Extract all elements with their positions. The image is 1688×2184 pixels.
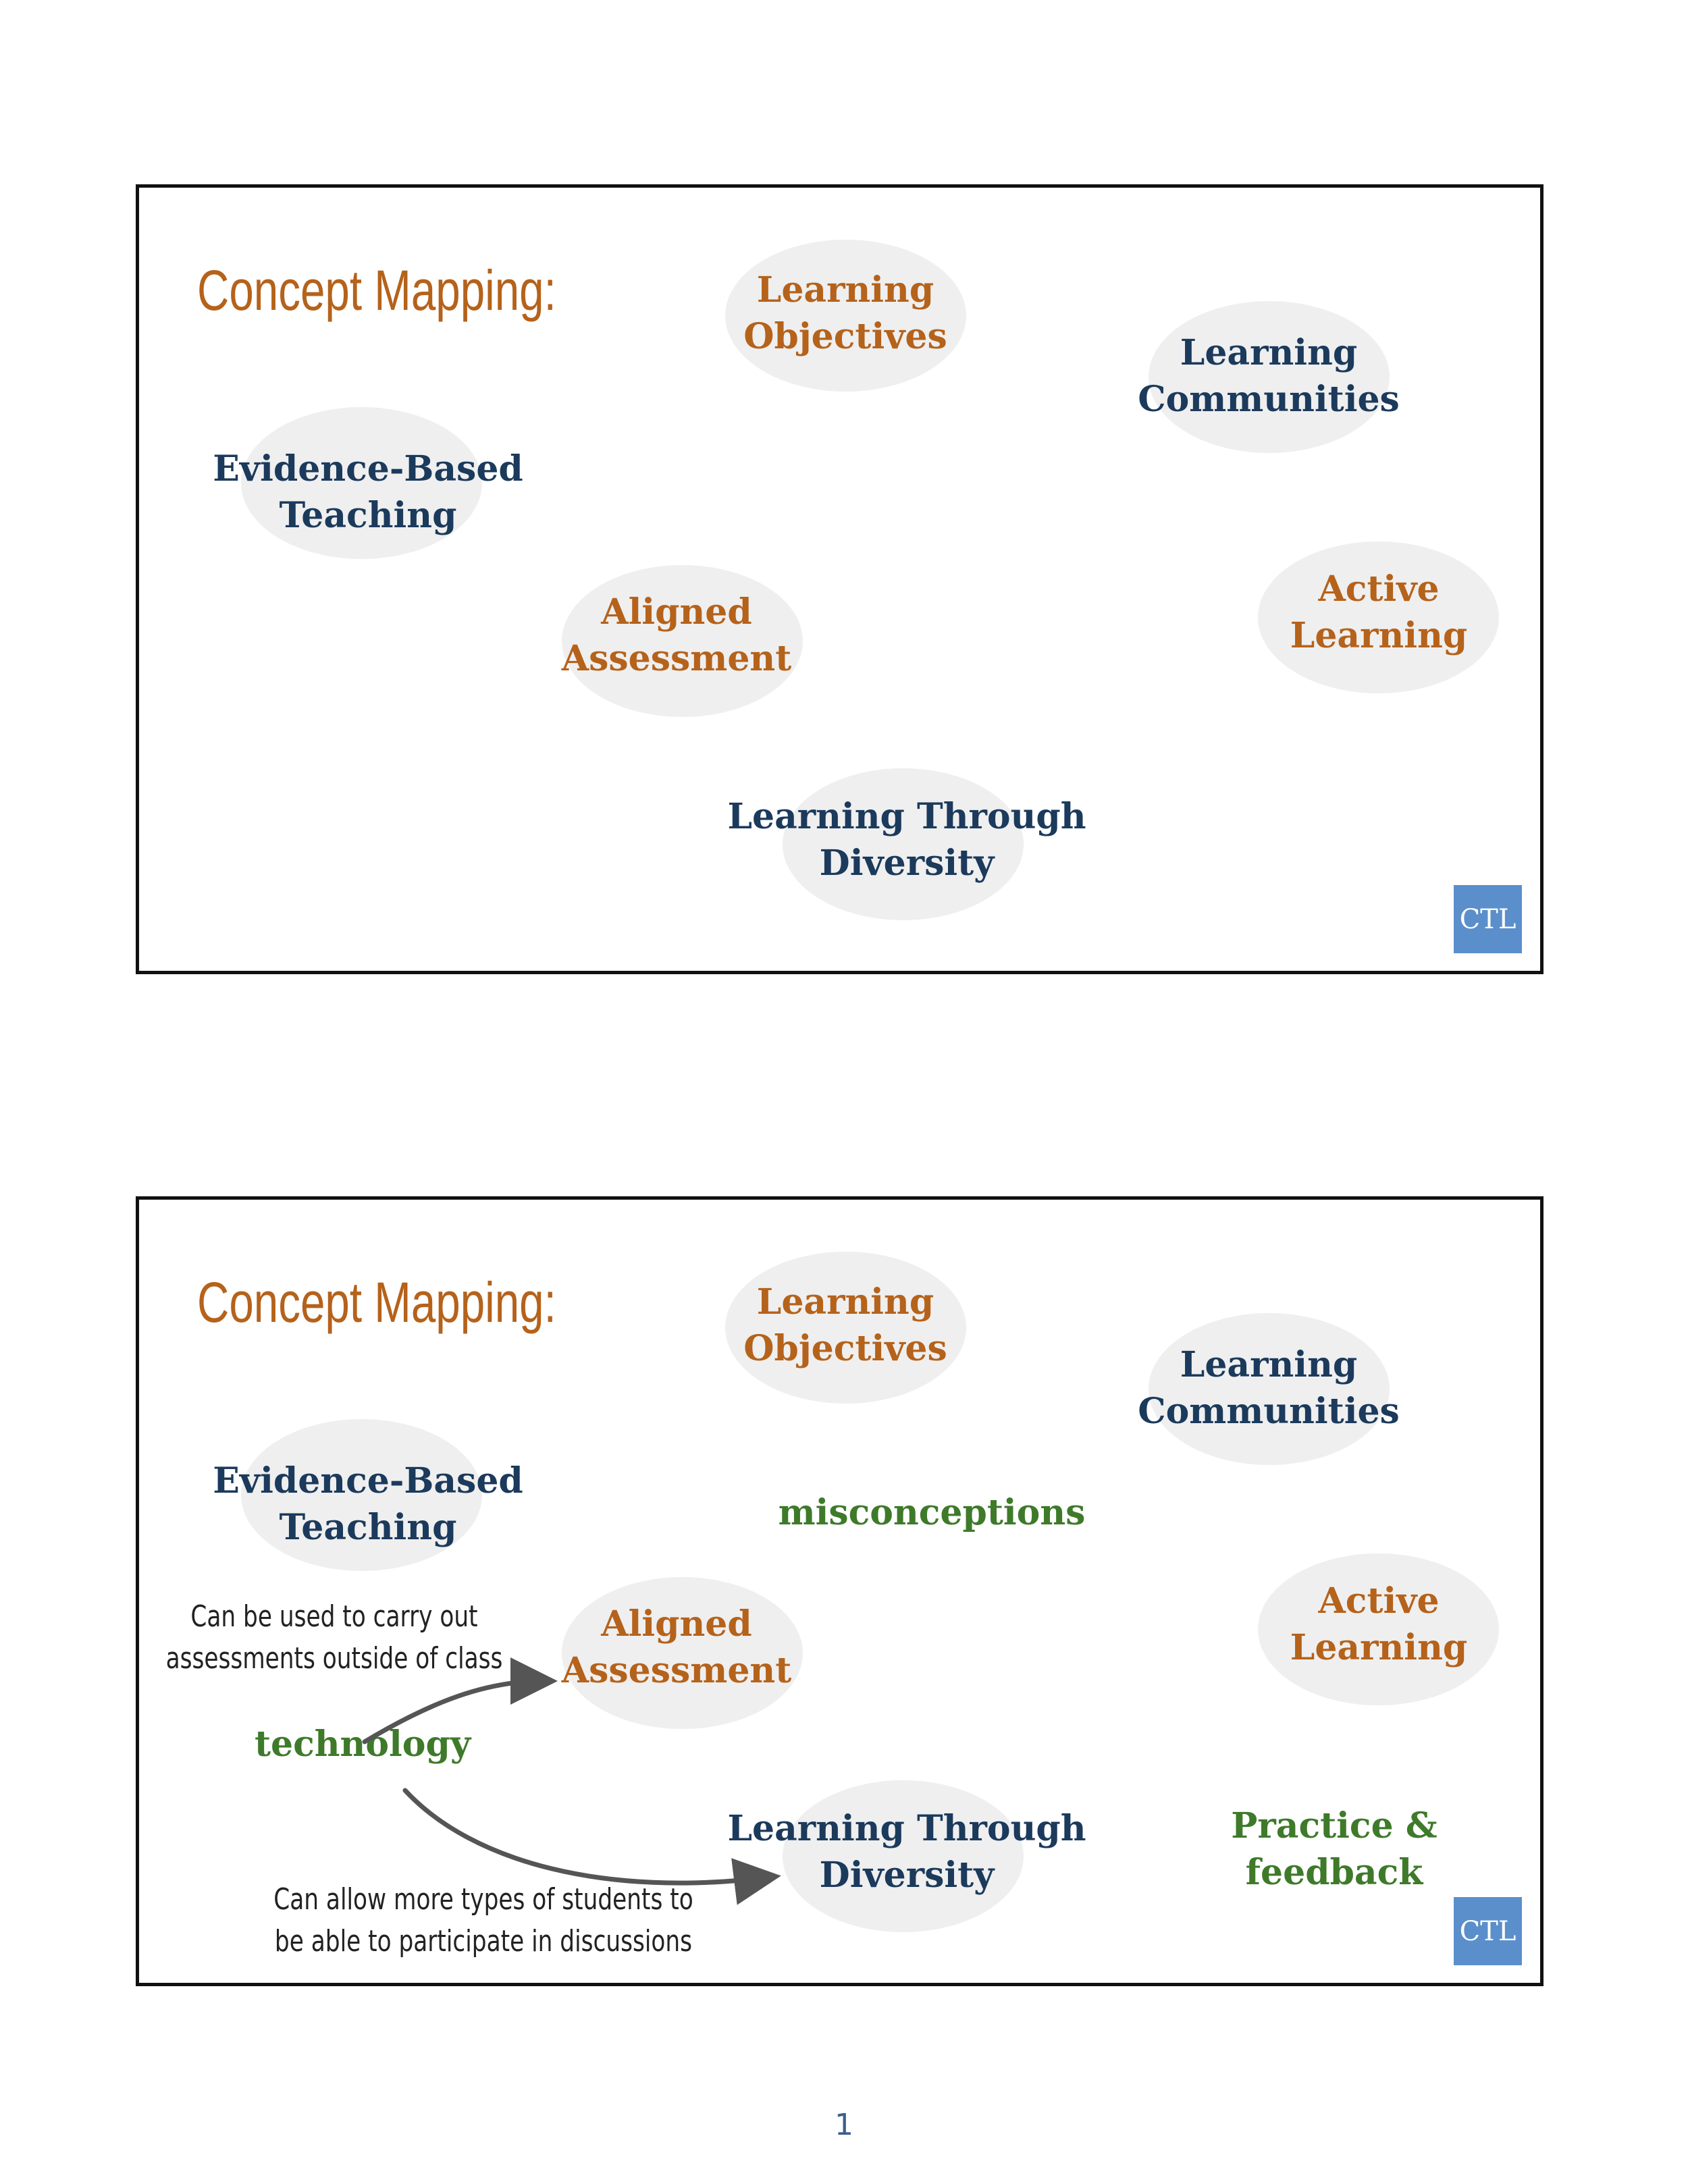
node-line: Learning Through [727,1808,1086,1849]
note-line: Can allow more types of students to [273,1882,693,1917]
node-line: Objectives [743,316,947,357]
bubble [562,565,803,717]
note-line: be able to participate in discussions [274,1924,693,1959]
bubble [725,240,966,392]
note-line: Can be used to carry out [190,1599,478,1634]
node-line: Learning [1180,1344,1358,1385]
node-learning-communities: Learning Communities [1138,1341,1400,1435]
node-line: Teaching [279,495,457,536]
node-line: Learning Through [727,796,1086,837]
node-line: Active [1318,1580,1440,1622]
node-line: Aligned [601,591,752,633]
node-line: Learning [756,269,934,311]
node-line: Learning [756,1281,934,1323]
term-line: Practice & [1231,1805,1438,1846]
node-line: Diversity [819,1855,995,1896]
note-diversity: Can allow more types of students to be a… [273,1879,693,1963]
node-line: Teaching [279,1507,457,1548]
bubble [1258,541,1499,693]
term-line: technology [254,1724,471,1765]
node-learning-communities: Learning Communities [1138,329,1400,423]
bubble [783,1780,1024,1932]
node-line: Learning [1290,1627,1468,1668]
bubble [1258,1553,1499,1705]
node-line: Active [1318,568,1440,610]
bubble [1149,301,1390,453]
node-learning-through-diversity: Learning Through Diversity [727,793,1086,886]
node-line: Learning [1290,615,1468,656]
term-line: misconceptions [778,1492,1086,1533]
node-evidence-based-teaching: Evidence-Based Teaching [213,446,523,539]
node-line: Assessment [561,638,792,679]
note-assessment: Can be used to carry out assessments out… [166,1596,503,1680]
term-practice-feedback: Practice & feedback [1231,1803,1437,1896]
bubble [725,1252,966,1404]
node-line: Communities [1138,379,1400,420]
term-misconceptions: misconceptions [779,1489,1086,1536]
node-learning-objectives: Learning Objectives [743,267,947,360]
node-line: Evidence-Based [213,448,523,489]
term-technology: technology [255,1721,471,1767]
slide-concept-map-1: Concept Mapping: Learning Objectives Lea… [136,184,1544,974]
node-evidence-based-teaching: Evidence-Based Teaching [213,1458,523,1551]
node-line: Evidence-Based [213,1460,523,1501]
node-active-learning: Active Learning [1290,1578,1467,1671]
node-line: Communities [1138,1391,1400,1432]
bubble [783,768,1024,920]
node-line: Learning [1180,332,1358,373]
node-aligned-assessment: Aligned Assessment [562,1601,791,1694]
node-learning-objectives: Learning Objectives [743,1279,947,1372]
bubble [241,1419,482,1571]
slide-title: Concept Mapping: [197,1271,556,1334]
bubble [1149,1313,1390,1465]
bubble [562,1577,803,1729]
node-active-learning: Active Learning [1290,566,1467,659]
bubble [241,407,482,559]
node-aligned-assessment: Aligned Assessment [562,589,791,682]
node-line: Objectives [743,1328,947,1369]
slide-concept-map-2: Concept Mapping: Learning Objectives Lea… [136,1196,1544,1986]
slide-title: Concept Mapping: [197,259,556,322]
ctl-logo-badge: CTL [1454,885,1522,953]
node-line: Diversity [819,843,995,884]
node-line: Aligned [601,1603,752,1645]
note-line: assessments outside of class [165,1641,503,1676]
node-learning-through-diversity: Learning Through Diversity [727,1805,1086,1898]
page-number: 1 [835,2108,853,2142]
ctl-logo-badge: CTL [1454,1897,1522,1965]
term-line: feedback [1245,1852,1423,1893]
node-line: Assessment [561,1650,792,1691]
